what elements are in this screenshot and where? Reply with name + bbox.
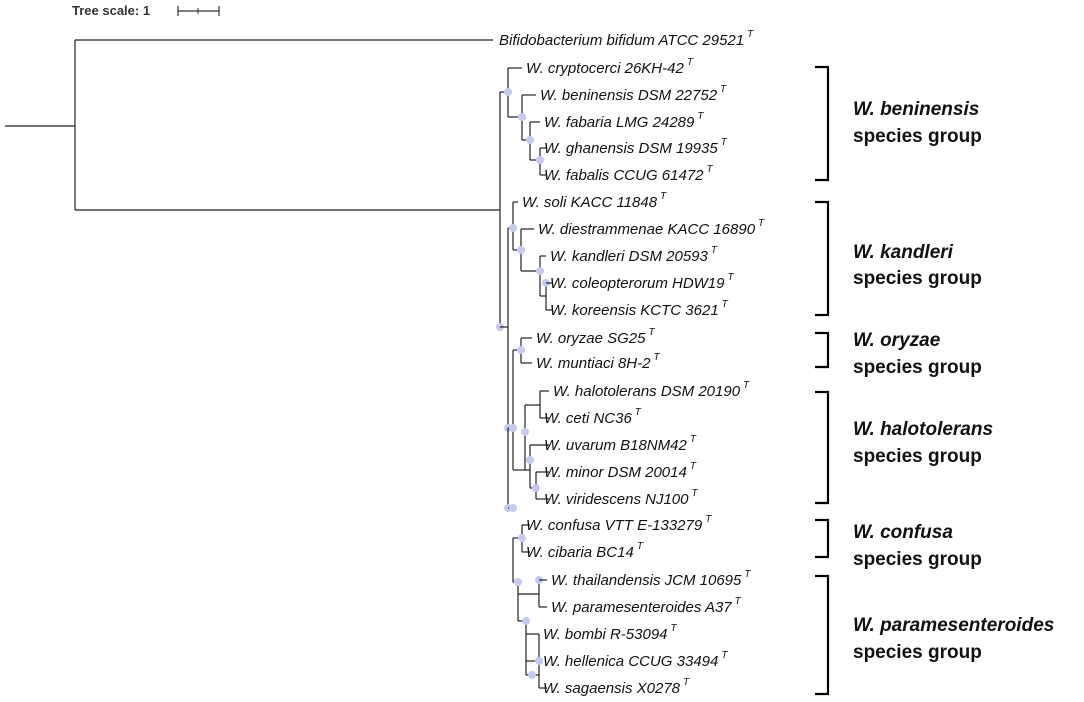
group-title: W. oryzae — [853, 330, 941, 351]
node-support-dot — [509, 224, 517, 232]
group-bracket-kandleri — [815, 200, 830, 317]
node-support-dot — [526, 456, 534, 464]
node-support-dot — [528, 671, 536, 679]
node-support-dot — [521, 428, 529, 436]
group-subtitle: species group — [853, 126, 982, 147]
group-subtitle: species group — [853, 268, 982, 289]
node-support-dot — [518, 534, 526, 542]
group-title: W. confusa — [853, 522, 953, 543]
node-support-dot — [514, 578, 522, 586]
tree-scale-label: Tree scale: 1 — [72, 3, 151, 18]
node-support-dot — [535, 657, 543, 665]
group-subtitle: species group — [853, 357, 982, 378]
group-title: W. halotolerans — [853, 419, 994, 440]
group-title: W. kandleri — [853, 242, 953, 263]
group-bracket-halotolerans — [815, 390, 830, 505]
node-support-dot — [536, 156, 544, 164]
group-subtitle: species group — [853, 446, 982, 467]
node-support-dot — [517, 346, 525, 354]
node-support-dot — [504, 88, 512, 96]
node-support-dot — [536, 267, 544, 275]
node-support-dot — [509, 424, 517, 432]
node-support-dot — [509, 504, 517, 512]
group-subtitle: species group — [853, 642, 982, 663]
group-bracket-paramesenteroides — [815, 574, 830, 696]
group-title: W. beninensis — [853, 99, 980, 120]
group-bracket-confusa — [815, 518, 830, 559]
group-bracket-oryzae — [815, 331, 830, 369]
node-support-dot — [518, 113, 526, 121]
node-support-dot — [522, 617, 530, 625]
group-bracket-beninensis — [815, 65, 830, 182]
node-support-dot — [532, 484, 540, 492]
node-support-dot — [517, 246, 525, 254]
node-support-dot — [526, 136, 534, 144]
group-title: W. paramesenteroides — [853, 615, 1055, 636]
group-subtitle: species group — [853, 549, 982, 570]
